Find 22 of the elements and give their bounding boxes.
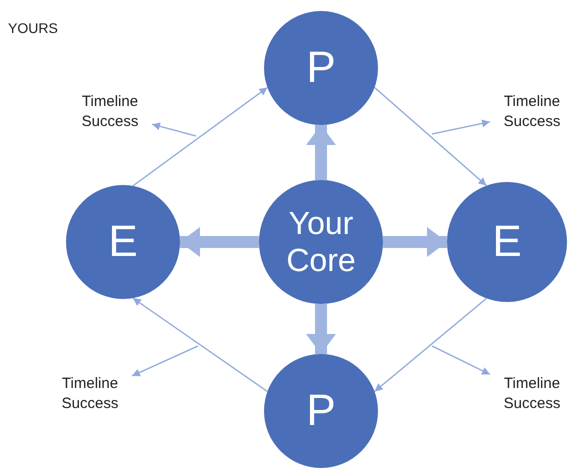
corner-label: YOURS [8, 20, 58, 36]
arrow [152, 122, 196, 137]
arrow [374, 87, 487, 186]
arrow [432, 120, 490, 135]
circle-node: E [447, 182, 567, 302]
arrow [132, 86, 268, 186]
arrow [374, 298, 487, 392]
text-label: Timeline Success [490, 92, 574, 134]
text-label: Timeline Success [490, 374, 574, 416]
arrow [432, 345, 490, 375]
block-arrow [383, 227, 447, 257]
text-label: Timeline Success [48, 374, 132, 416]
circle-node: P [264, 11, 378, 125]
circle-node: Your Core [259, 180, 383, 304]
arrow [132, 298, 268, 392]
circle-node: P [264, 354, 378, 468]
circle-node: E [66, 185, 180, 299]
block-arrow [306, 304, 336, 354]
arrow [132, 345, 198, 376]
block-arrow [306, 125, 336, 180]
text-label: Timeline Success [68, 92, 152, 134]
block-arrow [180, 227, 259, 257]
